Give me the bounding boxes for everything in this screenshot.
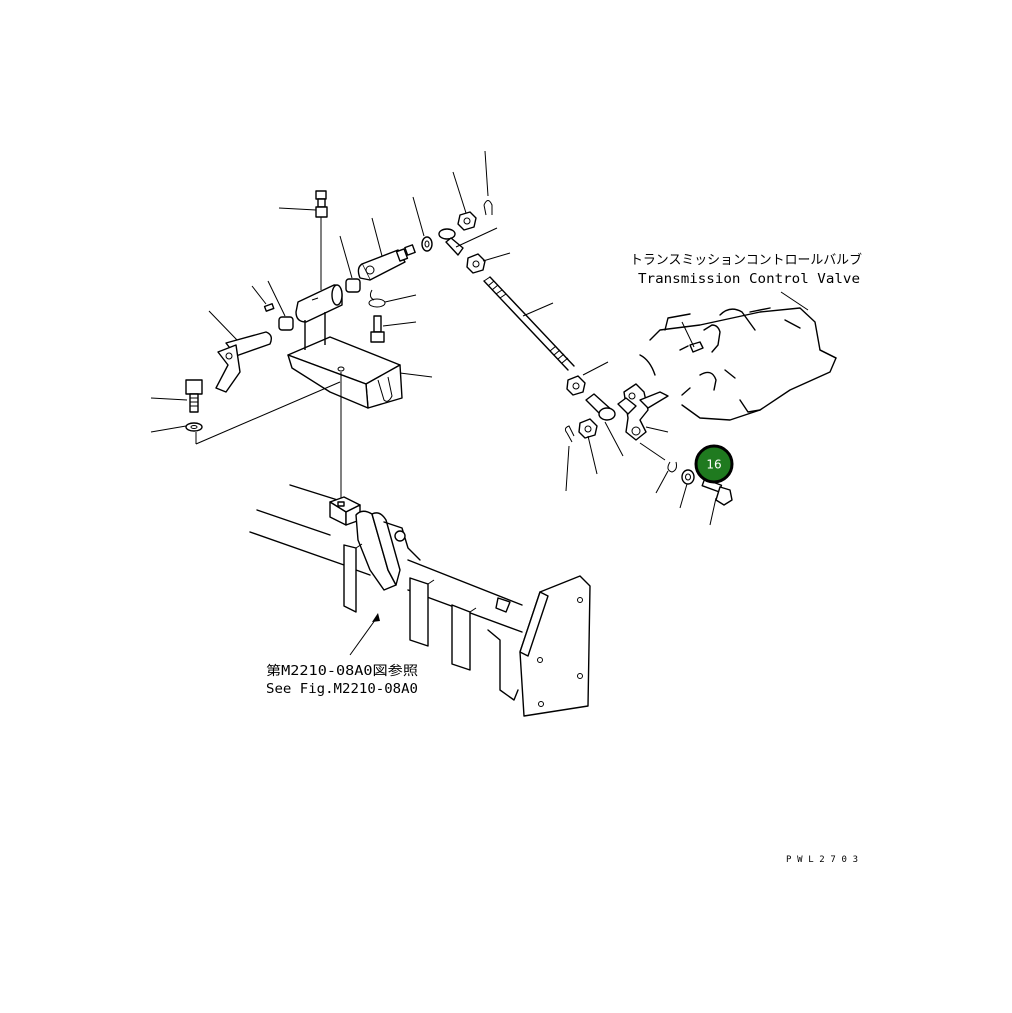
rod-end-lower <box>585 393 616 421</box>
washer-valve <box>681 469 695 485</box>
leader-nut-lower-2 <box>587 435 598 475</box>
leader-pin <box>251 285 267 305</box>
leader-bolt-valve <box>709 497 717 526</box>
pedal-lever <box>215 331 273 393</box>
leader-threaded-rod <box>522 302 554 317</box>
callout-number: 16 <box>706 458 721 472</box>
pedal-shaft-assembly <box>150 190 433 500</box>
ref-label-jp: 第M2210-08A0図参照 <box>266 663 418 679</box>
transmission-control-valve <box>639 307 837 421</box>
leader-bolt-yoke <box>382 321 417 327</box>
leader-valve-label <box>780 291 809 311</box>
leader-washer-valve <box>679 483 688 509</box>
leader-nut-top <box>452 171 467 214</box>
shaft-tube <box>295 284 343 323</box>
leader-rod-end-lower <box>604 421 624 457</box>
nut-lower-2 <box>578 418 598 439</box>
pin <box>263 303 275 312</box>
bolt-left <box>185 379 203 413</box>
snap-ring-valve <box>667 461 677 473</box>
leader-snap-ring-valve <box>655 470 669 494</box>
bushing-2 <box>345 278 361 293</box>
leader-pedal <box>208 310 238 341</box>
leader-cotter-pin <box>484 150 489 197</box>
leader-rod-end-top <box>455 227 498 248</box>
leader-callout <box>639 442 666 461</box>
bolt-valve <box>701 478 733 506</box>
grease-fitting <box>315 190 328 290</box>
nut-top <box>457 211 477 231</box>
yoke <box>357 244 416 281</box>
tcv-label-jp: トランスミッションコントロールバルブ <box>630 252 862 268</box>
leader-bolt-left <box>150 397 188 401</box>
valve-lever <box>617 383 669 441</box>
washer-left <box>185 381 341 445</box>
callout-badge[interactable]: 16 <box>694 444 734 484</box>
leader-bushing <box>267 280 286 317</box>
leader-cotter-pin-lower <box>565 445 570 492</box>
drawing-code: PWL2703 <box>786 855 858 865</box>
cotter-pin-lower <box>564 425 575 443</box>
leader-valve-lever <box>645 426 669 433</box>
leader-bracket <box>399 372 433 378</box>
tcv-label-en: Transmission Control Valve <box>638 272 860 287</box>
leader-grease-fitting <box>278 207 317 211</box>
leader-yoke <box>371 217 383 257</box>
leader-valve-pin <box>681 321 695 348</box>
ref-label-en: See Fig.M2210-08A0 <box>266 682 418 697</box>
bolt-yoke <box>370 315 385 343</box>
bracket <box>287 312 403 500</box>
leader-nut-2 <box>482 252 511 262</box>
callout-circle[interactable] <box>694 444 734 484</box>
leader-washer-small <box>412 196 425 237</box>
leader-bushing-2 <box>339 235 353 279</box>
snap-ring <box>368 289 386 308</box>
leader-snap-ring <box>384 294 417 303</box>
control-rod-assembly <box>438 150 624 492</box>
nut-2 <box>466 253 486 274</box>
bushing <box>278 316 294 331</box>
washer-small <box>421 236 433 252</box>
leader-nut-lower <box>582 361 609 376</box>
leader-washer-left <box>150 425 187 433</box>
rod-end-top <box>438 228 464 256</box>
nut-lower <box>566 375 586 396</box>
frame-assembly <box>249 484 591 717</box>
cotter-pin <box>483 200 493 216</box>
threaded-rod <box>483 276 575 371</box>
reference-arrow <box>349 613 380 656</box>
